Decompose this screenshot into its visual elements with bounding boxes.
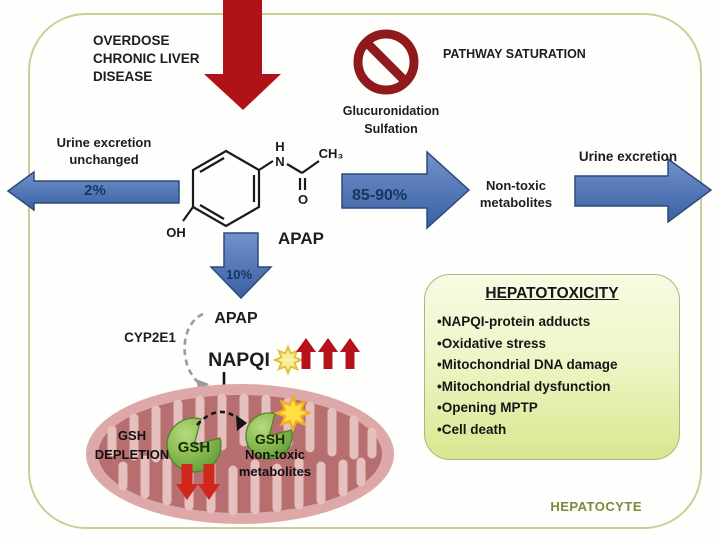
urine-unchanged-label: Urine excretion unchanged	[56, 135, 152, 167]
gsh-depletion-arrows-icon	[176, 464, 220, 500]
oxidation-percent-label: 10%	[225, 267, 253, 282]
hepatotoxicity-item: •Cell death	[437, 421, 507, 437]
atom-ch3-label: CH₃	[319, 146, 344, 161]
overdose-line: CHRONIC LIVER	[93, 51, 200, 66]
conjugation-percent-label: 85-90%	[352, 187, 408, 204]
gsh-conjugation-dashed-arrow-icon	[196, 410, 247, 431]
hepatotoxicity-list: •NAPQI-protein adducts •Oxidative stress…	[437, 311, 679, 440]
atom-n-label: N	[275, 154, 284, 169]
gsh-right-label: GSH	[254, 431, 286, 447]
hepatotoxicity-title: HEPATOTOXICITY	[485, 285, 619, 302]
urine-excretion-arrow-icon	[574, 157, 713, 224]
napqi-burst-icon	[272, 344, 304, 376]
apap-intracellular-label: APAP	[214, 310, 258, 327]
prohibition-icon	[353, 29, 419, 95]
hepatocyte-cell-outline	[28, 13, 702, 529]
pathway-saturation-label: PATHWAY SATURATION	[443, 47, 586, 61]
overdose-red-arrow-icon	[204, 0, 281, 110]
gsh-depletion-label: GSH DEPLETION	[94, 428, 170, 462]
mito-nontoxic-label: Non-toxic metabolites	[238, 447, 312, 479]
hepatotoxicity-item: •NAPQI-protein adducts	[437, 314, 591, 329]
oxidation-down-arrow-icon	[209, 232, 273, 300]
overdose-line: OVERDOSE	[93, 33, 170, 48]
nontoxic-metabolites-label: Non-toxic metabolites	[479, 178, 553, 210]
left-excretion-arrow-icon	[6, 170, 180, 212]
hepatocyte-label: HEPATOCYTE	[550, 499, 642, 514]
hepatotoxicity-box: HEPATOTOXICITY •NAPQI-protein adducts •O…	[424, 274, 680, 460]
hepatotoxicity-item: •Opening MPTP	[437, 400, 538, 415]
mitochondrion-illustration	[86, 384, 394, 524]
apap-structure-label: APAP	[278, 229, 324, 248]
hepatotoxicity-item: •Mitochondrial dysfunction	[437, 378, 611, 394]
napqi-label: NAPQI	[208, 349, 270, 371]
gsh-left-label: GSH	[177, 439, 211, 456]
overdose-note: OVERDOSE CHRONIC LIVER DISEASE	[93, 32, 200, 86]
atom-oh-label: OH	[166, 225, 186, 240]
atom-o-label: O	[298, 192, 308, 207]
hepatotoxicity-item: •Oxidative stress	[437, 335, 547, 351]
hepatotoxicity-item: •Mitochondrial DNA damage	[437, 357, 618, 372]
left-percent-label: 2%	[84, 182, 106, 199]
atom-h-label: H	[275, 139, 284, 154]
apap-structure: H N CH₃ O OH	[166, 139, 343, 240]
conjugation-arrow-icon	[341, 150, 471, 230]
cyp2e1-label: CYP2E1	[124, 330, 176, 345]
gsh-left-circle	[166, 417, 222, 473]
gsh-right-circle	[245, 412, 293, 460]
conjugation-label: Glucuronidation Sulfation	[342, 104, 440, 136]
overdose-line: DISEASE	[93, 69, 153, 84]
napqi-increase-arrows-icon	[296, 338, 360, 369]
urine-excretion-label: Urine excretion	[578, 149, 678, 164]
gsh-burst-icon	[273, 393, 313, 433]
